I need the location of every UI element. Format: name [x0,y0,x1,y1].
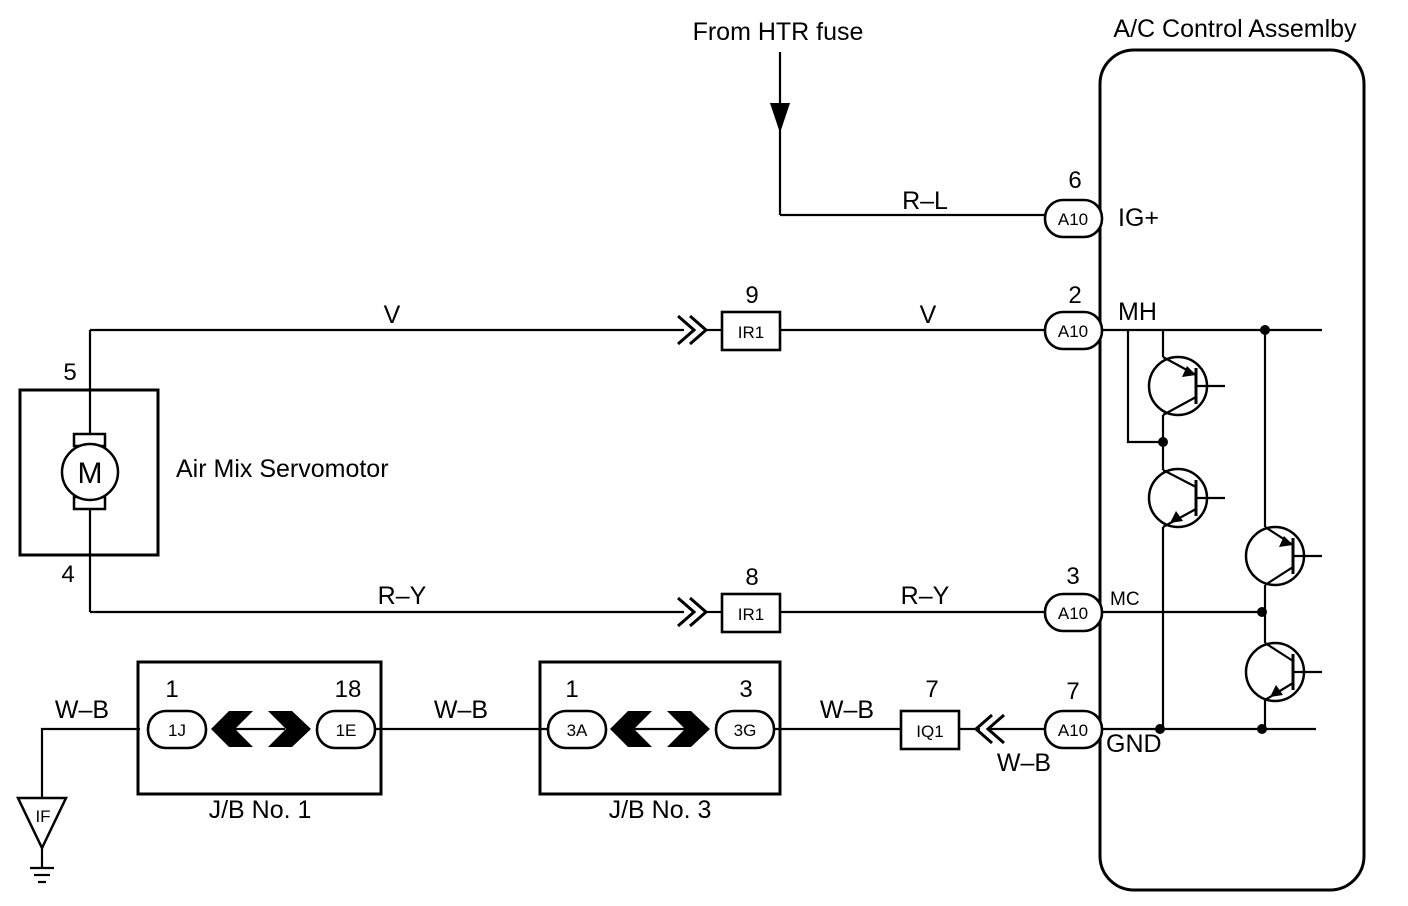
jb1-left-pin: 1 [165,676,178,703]
ry-wire-label-right: R–Y [901,582,950,610]
jb3-right-chevron-icon [667,711,710,747]
transistor-icon [1244,641,1322,703]
jb1-label: J/B No. 1 [209,796,312,824]
a10-ig-connector: 6 A10 IG+ [1043,167,1159,239]
ground-point-label: IF [35,807,50,826]
a10-ig-pin: 6 [1068,167,1081,194]
servomotor-pin-4: 4 [61,561,74,588]
jb3-right-pin: 3 [739,676,752,703]
junction-dot [1260,325,1270,335]
mh-terminal: MH [1118,298,1157,326]
jb3-left-pin: 1 [565,676,578,703]
jb1-right-chevron-icon [268,711,311,747]
junction-dot [1155,724,1165,734]
mc-terminal: MC [1110,589,1140,610]
v-wire-label-left: V [384,301,401,329]
ir1-top-pin: 9 [745,282,758,309]
down-arrow-icon [770,103,790,133]
jb1-right-code: 1E [336,721,357,740]
ground-point-icon [16,796,68,851]
transistor-icon [1147,467,1225,529]
ac-control-assembly-box [1098,48,1366,892]
a10-mc-pin: 3 [1066,563,1079,590]
iq1-code: IQ1 [916,722,943,741]
a10-mc-connector: 3 A10 MC [1043,563,1140,633]
transistor-icon [1244,525,1322,587]
ir1-bottom-connector: 8 IR1 [720,564,782,634]
a10-gnd-connector: 7 A10 GND [1043,678,1162,758]
ir1-bottom-code: IR1 [738,605,764,624]
motor-icon [60,442,120,502]
jb1-right-pin: 18 [335,676,362,703]
a10-gnd-code: A10 [1058,721,1088,740]
connector-chevron-icon [677,314,697,346]
ig-plus-terminal: IG+ [1118,204,1159,232]
v-wire-label-right: V [920,301,937,329]
wb-ground-label: W–B [55,696,109,724]
air-mix-servomotor-label: Air Mix Servomotor [176,455,389,483]
jb1-left-connector [146,709,208,750]
mh-branch [1126,330,1163,444]
junction-dot [1257,607,1267,617]
a10-mh-pin: 2 [1068,282,1081,309]
connector-chevron-icon [973,713,993,745]
a10-mh-code: A10 [1058,322,1088,341]
a10-ig-code: A10 [1058,210,1088,229]
transistor-icon [1147,355,1225,417]
a10-mc-code: A10 [1058,604,1088,623]
internal-circuit [1102,325,1322,734]
motor-symbol: M [78,457,103,490]
jb3-label: J/B No. 3 [609,796,712,824]
jb3-left-code: 3A [567,721,588,740]
junction-dot [1158,437,1168,447]
ry-wire-label-left: R–Y [378,582,427,610]
jb3-right-code: 3G [734,721,757,740]
ac-control-assembly-title: A/C Control Assemlby [1113,15,1357,43]
junction-dot [1257,724,1267,734]
wb-jb1-jb3-label: W–B [434,696,488,724]
jb3-left-chevron-icon [610,711,652,747]
a10-ig-shape [1043,198,1104,239]
rl-wire-label: R–L [902,187,948,215]
iq1-pin: 7 [925,676,938,703]
connector-chevron-icon [677,596,697,628]
a10-gnd-pin: 7 [1066,678,1079,705]
ground-wire [40,727,140,798]
jb1-left-chevron-icon [211,711,253,747]
jb1-left-code: 1J [168,721,186,740]
ir1-top-connector: 9 IR1 [720,282,782,352]
ir1-top-code: IR1 [738,323,764,342]
wb-jb3-iq1-label: W–B [820,696,874,724]
jb3-left-connector [546,709,608,750]
from-htr-fuse-label: From HTR fuse [693,18,864,46]
iq1-connector: 7 IQ1 [899,676,961,751]
ir1-bottom-pin: 8 [745,564,758,591]
servomotor-pin-5: 5 [63,359,76,386]
gnd-terminal: GND [1106,730,1162,758]
wb-a10-gnd-label: W–B [997,749,1051,777]
